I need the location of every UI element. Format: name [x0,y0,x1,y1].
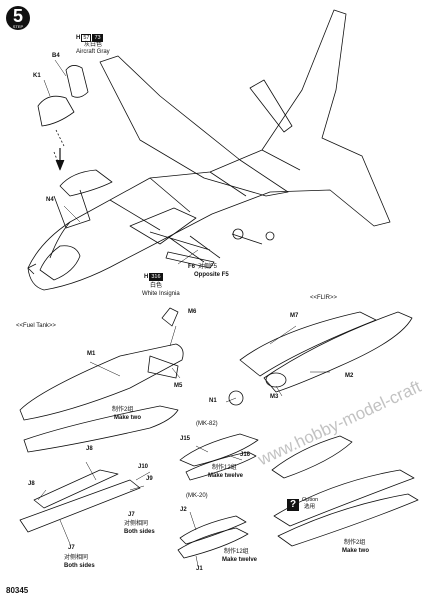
part-label: J16 [240,452,251,458]
paint-white-name-en: White Insignia [142,291,180,297]
note-make-two-en-2: Make two [342,548,370,554]
part-label: N4 [46,197,54,203]
section-mk20: (MK-20) [186,493,208,499]
note-make-twelve-cn: 制作12组 [212,465,237,471]
note-option-cn: 选用 [304,504,316,510]
part-label: B4 [52,53,60,59]
paint-code-chip: 57 [81,34,92,42]
leader-lines [37,59,330,567]
step-number: 5 [12,6,23,26]
page-number: 80345 [6,586,29,595]
part-label: F6 [188,264,196,270]
paint-h-letter: H [76,35,81,41]
part-label: J15 [180,436,191,442]
paint-code-chip-white: 316 [149,273,163,281]
part-label: J7 [128,512,135,518]
fuel-tank-illustration [19,307,184,453]
note-both-sides-en: Both sides [124,529,155,535]
note-make-twelve-en: Make twelve [208,473,244,479]
part-label: J8 [28,481,35,487]
part-label: N1 [209,398,217,404]
flir-pod-illustration [228,311,413,406]
section-flir: <<FLIR>> [310,295,338,301]
part-label: J7 [68,545,75,551]
part-label: J9 [146,476,153,482]
part-label: M1 [87,351,96,357]
note-both-sides-en-2: Both sides [64,563,95,569]
part-label: J1 [196,566,203,572]
note-make-two-cn-2: 制作2组 [344,540,366,546]
paint-h-letter-white: H [144,274,149,280]
aircraft-illustration [27,9,391,291]
paint-name-en: Aircraft Gray [76,49,110,55]
note-opposite-cn: 对侧F5 [198,264,218,270]
option-help-icon: ? [287,499,299,511]
paint-name-cn: 灰白色 [84,42,103,48]
part-label: J2 [180,507,187,513]
paint-code-chip-dark: 73 [92,34,103,42]
bomb-rack-illustration [19,433,419,559]
part-label: J10 [138,464,149,470]
paint-white-name-cn: 白色 [150,283,163,289]
note-make-twelve-en-2: Make twelve [222,557,258,563]
step-label: STEP [12,24,24,29]
note-both-sides-cn: 对侧相同 [124,521,149,527]
section-mk82: (MK-82) [196,421,218,427]
step-badge: 5 STEP [6,6,30,30]
part-label: M3 [270,394,279,400]
part-label: M5 [174,383,183,389]
note-make-two-cn: 制作2组 [112,407,134,413]
part-label: M7 [290,313,299,319]
note-opposite-en: Opposite F5 [194,272,229,278]
section-fuel-tank: <<Fuel Tank>> [16,323,56,329]
part-label: K1 [33,73,41,79]
note-both-sides-cn-2: 对侧相同 [64,555,89,561]
part-label: M2 [345,373,354,379]
part-label: J8 [86,446,93,452]
note-make-twelve-cn-2: 制作12组 [224,549,249,555]
note-make-two-en: Make two [114,415,142,421]
part-label: M6 [188,309,197,315]
note-option-en: Option [302,497,319,503]
